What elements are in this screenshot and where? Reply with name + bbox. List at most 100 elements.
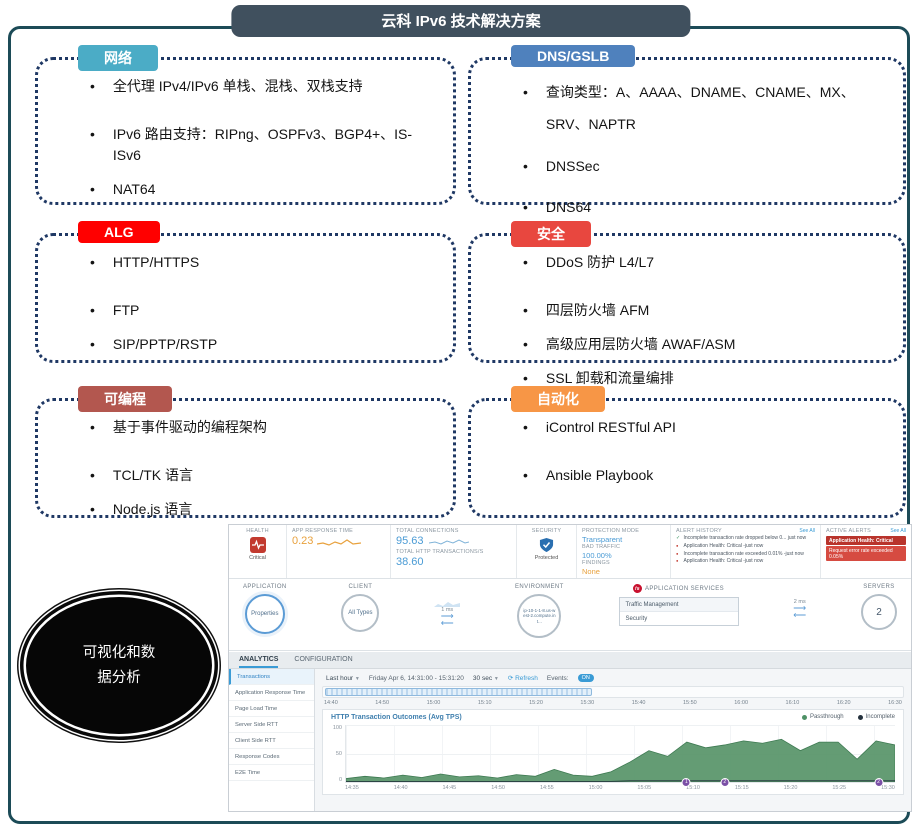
servers-node[interactable]: 2 (860, 594, 897, 630)
bullet-text: FTP (112, 302, 140, 318)
health-label: HEALTH (246, 528, 269, 534)
connections-sparkline-icon (428, 539, 469, 545)
analytics-toolbar: Last hour ▼ Friday Apr 6, 14:31:00 - 15:… (322, 672, 904, 686)
chart-legend: Passthrough Incomplete (801, 714, 895, 720)
client-column-label: CLIENT (348, 584, 373, 590)
tab-analytics[interactable]: ANALYTICS (239, 656, 279, 668)
protection-mode-label: PROTECTION MODE (582, 528, 640, 534)
sidebar-metric-item[interactable]: Server Side RTT (229, 717, 314, 733)
art-label: APP RESPONSE TIME (292, 528, 353, 534)
metric-security: SECURITY Protected (517, 525, 577, 578)
client-node[interactable]: All Types (341, 594, 380, 632)
feature-box-dns-gslb: DNS/GSLB •查询类型：A、AAAA、DNAME、CNAME、MX、SRV… (468, 45, 906, 215)
bullet-icon: • (90, 254, 95, 270)
sidebar-metric-item[interactable]: Application Response Time (229, 685, 314, 701)
bullet-icon: • (523, 419, 528, 435)
timeline-tick: 15:40 (631, 699, 646, 706)
passthrough-area (346, 738, 895, 782)
bullet-item: •TCL/TK 语言 (90, 465, 429, 486)
x-tick: 15:30 (881, 785, 895, 791)
bullet-text: IPv6 路由支持：RIPng、OSPFv3、BGP4+、IS-ISv6 (112, 126, 413, 163)
application-node[interactable]: Properties (244, 594, 285, 634)
x-tick: 14:55 (539, 785, 554, 791)
legend-passthrough[interactable]: Passthrough (801, 714, 844, 720)
service-row[interactable]: Security (619, 612, 738, 625)
event-marker[interactable]: 2 (720, 777, 730, 787)
bullet-item: •Ansible Playbook (523, 465, 879, 486)
bullet-item: •Node.js 语言 (90, 499, 429, 520)
legend-dot-icon (857, 714, 863, 720)
bullet-item: •全代理 IPv4/IPv6 单栈、混栈、双栈支持 (90, 76, 429, 97)
service-row[interactable]: Traffic Management (619, 598, 738, 612)
bidirectional-arrow-icon: ⟶⟵ (793, 603, 807, 620)
sidebar-metric-item[interactable]: Client Side RTT (229, 733, 314, 749)
x-tick: 15:20 (783, 785, 798, 791)
time-range-value: Friday Apr 6, 14:31:00 - 15:31:20 (368, 674, 464, 682)
interval-dropdown[interactable]: 30 sec ▼ (472, 674, 499, 682)
bullet-icon: • (523, 254, 528, 270)
bullet-text: DNS64 (545, 198, 592, 215)
total-connections-label: TOTAL CONNECTIONS (396, 528, 459, 534)
health-pulse-icon (249, 537, 266, 554)
bullet-text: NAT64 (112, 181, 156, 197)
event-marker[interactable]: 1 (681, 777, 691, 787)
bullet-item: •iControl RESTful API (523, 417, 879, 438)
application-map: APPLICATION Properties CLIENT All Types … (229, 579, 911, 651)
bullet-icon: • (90, 419, 95, 435)
bullet-text: TCL/TK 语言 (112, 467, 194, 483)
analytics-dashboard: HEALTH Critical APP RESPONSE TIME 0.23 T… (228, 524, 912, 812)
bullet-icon: • (90, 78, 95, 94)
server-latency-value: 2 ms (793, 599, 806, 605)
event-marker[interactable]: 2 (874, 777, 884, 787)
application-column-label: APPLICATION (243, 584, 287, 590)
metrics-bar: HEALTH Critical APP RESPONSE TIME 0.23 T… (229, 525, 911, 579)
alert-history-list: Incomplete transaction rate dropped belo… (676, 535, 815, 566)
sidebar-metric-item[interactable]: Response Codes (229, 749, 314, 765)
timeline-selection-handle[interactable] (325, 688, 592, 696)
time-range-dropdown[interactable]: Last hour ▼ (326, 674, 360, 682)
bullet-item: •SSL 卸载和流量编排 (523, 368, 879, 389)
bullet-list-automation: •iControl RESTful API •Ansible Playbook (471, 417, 903, 486)
bullet-item: •HTTP/HTTPS (90, 252, 429, 273)
client-latency-value: 1 ms (441, 607, 454, 613)
timeline-tick: 16:10 (785, 699, 800, 706)
alert-status-icon (676, 558, 681, 566)
alert-text: Incomplete transaction rate dropped belo… (683, 535, 807, 542)
tab-configuration[interactable]: CONFIGURATION (294, 656, 353, 663)
events-label: Events: (546, 674, 569, 682)
alert-text: Incomplete transaction rate exceeded 0.0… (683, 550, 804, 557)
sidebar-metric-item[interactable]: Page Load Time (229, 701, 314, 717)
servers-column-label: SERVERS (863, 584, 895, 590)
bullet-item: •查询类型：A、AAAA、DNAME、CNAME、MX、SRV、NAPTR (523, 76, 879, 140)
sidebar-metric-item[interactable]: Transactions (229, 669, 314, 685)
events-toggle[interactable]: ON (577, 674, 594, 682)
refresh-button[interactable]: ⟳ Refresh (507, 675, 538, 682)
bullet-text: 高级应用层防火墙 AWAF/ASM (545, 336, 736, 352)
alert-history-label: ALERT HISTORY (676, 528, 722, 534)
findings-label: FINDINGS (582, 560, 610, 567)
incomplete-line (346, 779, 895, 782)
bullet-item: •NAT64 (90, 179, 429, 200)
analytics-tab-bar: ANALYTICS CONFIGURATION (229, 652, 911, 669)
bullet-text: Node.js 语言 (112, 501, 193, 517)
alert-history-item: Incomplete transaction rate exceeded 0.0… (676, 551, 815, 559)
environment-node[interactable]: ip-10-1-1-8.us-west-2.compute.int... (517, 594, 562, 638)
bullet-item: •四层防火墙 AFM (523, 300, 879, 321)
y-tick: 100 (332, 724, 342, 731)
timeline-tick: 14:40 (324, 699, 338, 706)
timeline-tick: 16:00 (734, 699, 749, 706)
feature-tab-security: 安全 (511, 221, 591, 247)
alert-history-item: Incomplete transaction rate dropped belo… (676, 535, 815, 543)
timeline-tick: 15:30 (580, 699, 595, 706)
tps-area-chart (346, 738, 895, 782)
legend-incomplete[interactable]: Incomplete (857, 714, 895, 720)
alert-history-see-all-link[interactable]: See All (799, 528, 815, 534)
metric-app-response-time: APP RESPONSE TIME 0.23 (287, 525, 391, 578)
sidebar-metric-item[interactable]: E2E Time (229, 765, 314, 781)
active-alerts-see-all-link[interactable]: See All (890, 528, 906, 534)
y-tick: 50 (335, 750, 342, 757)
feature-box-automation: 自动化 •iControl RESTful API•Ansible Playbo… (468, 386, 906, 518)
analytics-main: Last hour ▼ Friday Apr 6, 14:31:00 - 15:… (315, 669, 911, 811)
